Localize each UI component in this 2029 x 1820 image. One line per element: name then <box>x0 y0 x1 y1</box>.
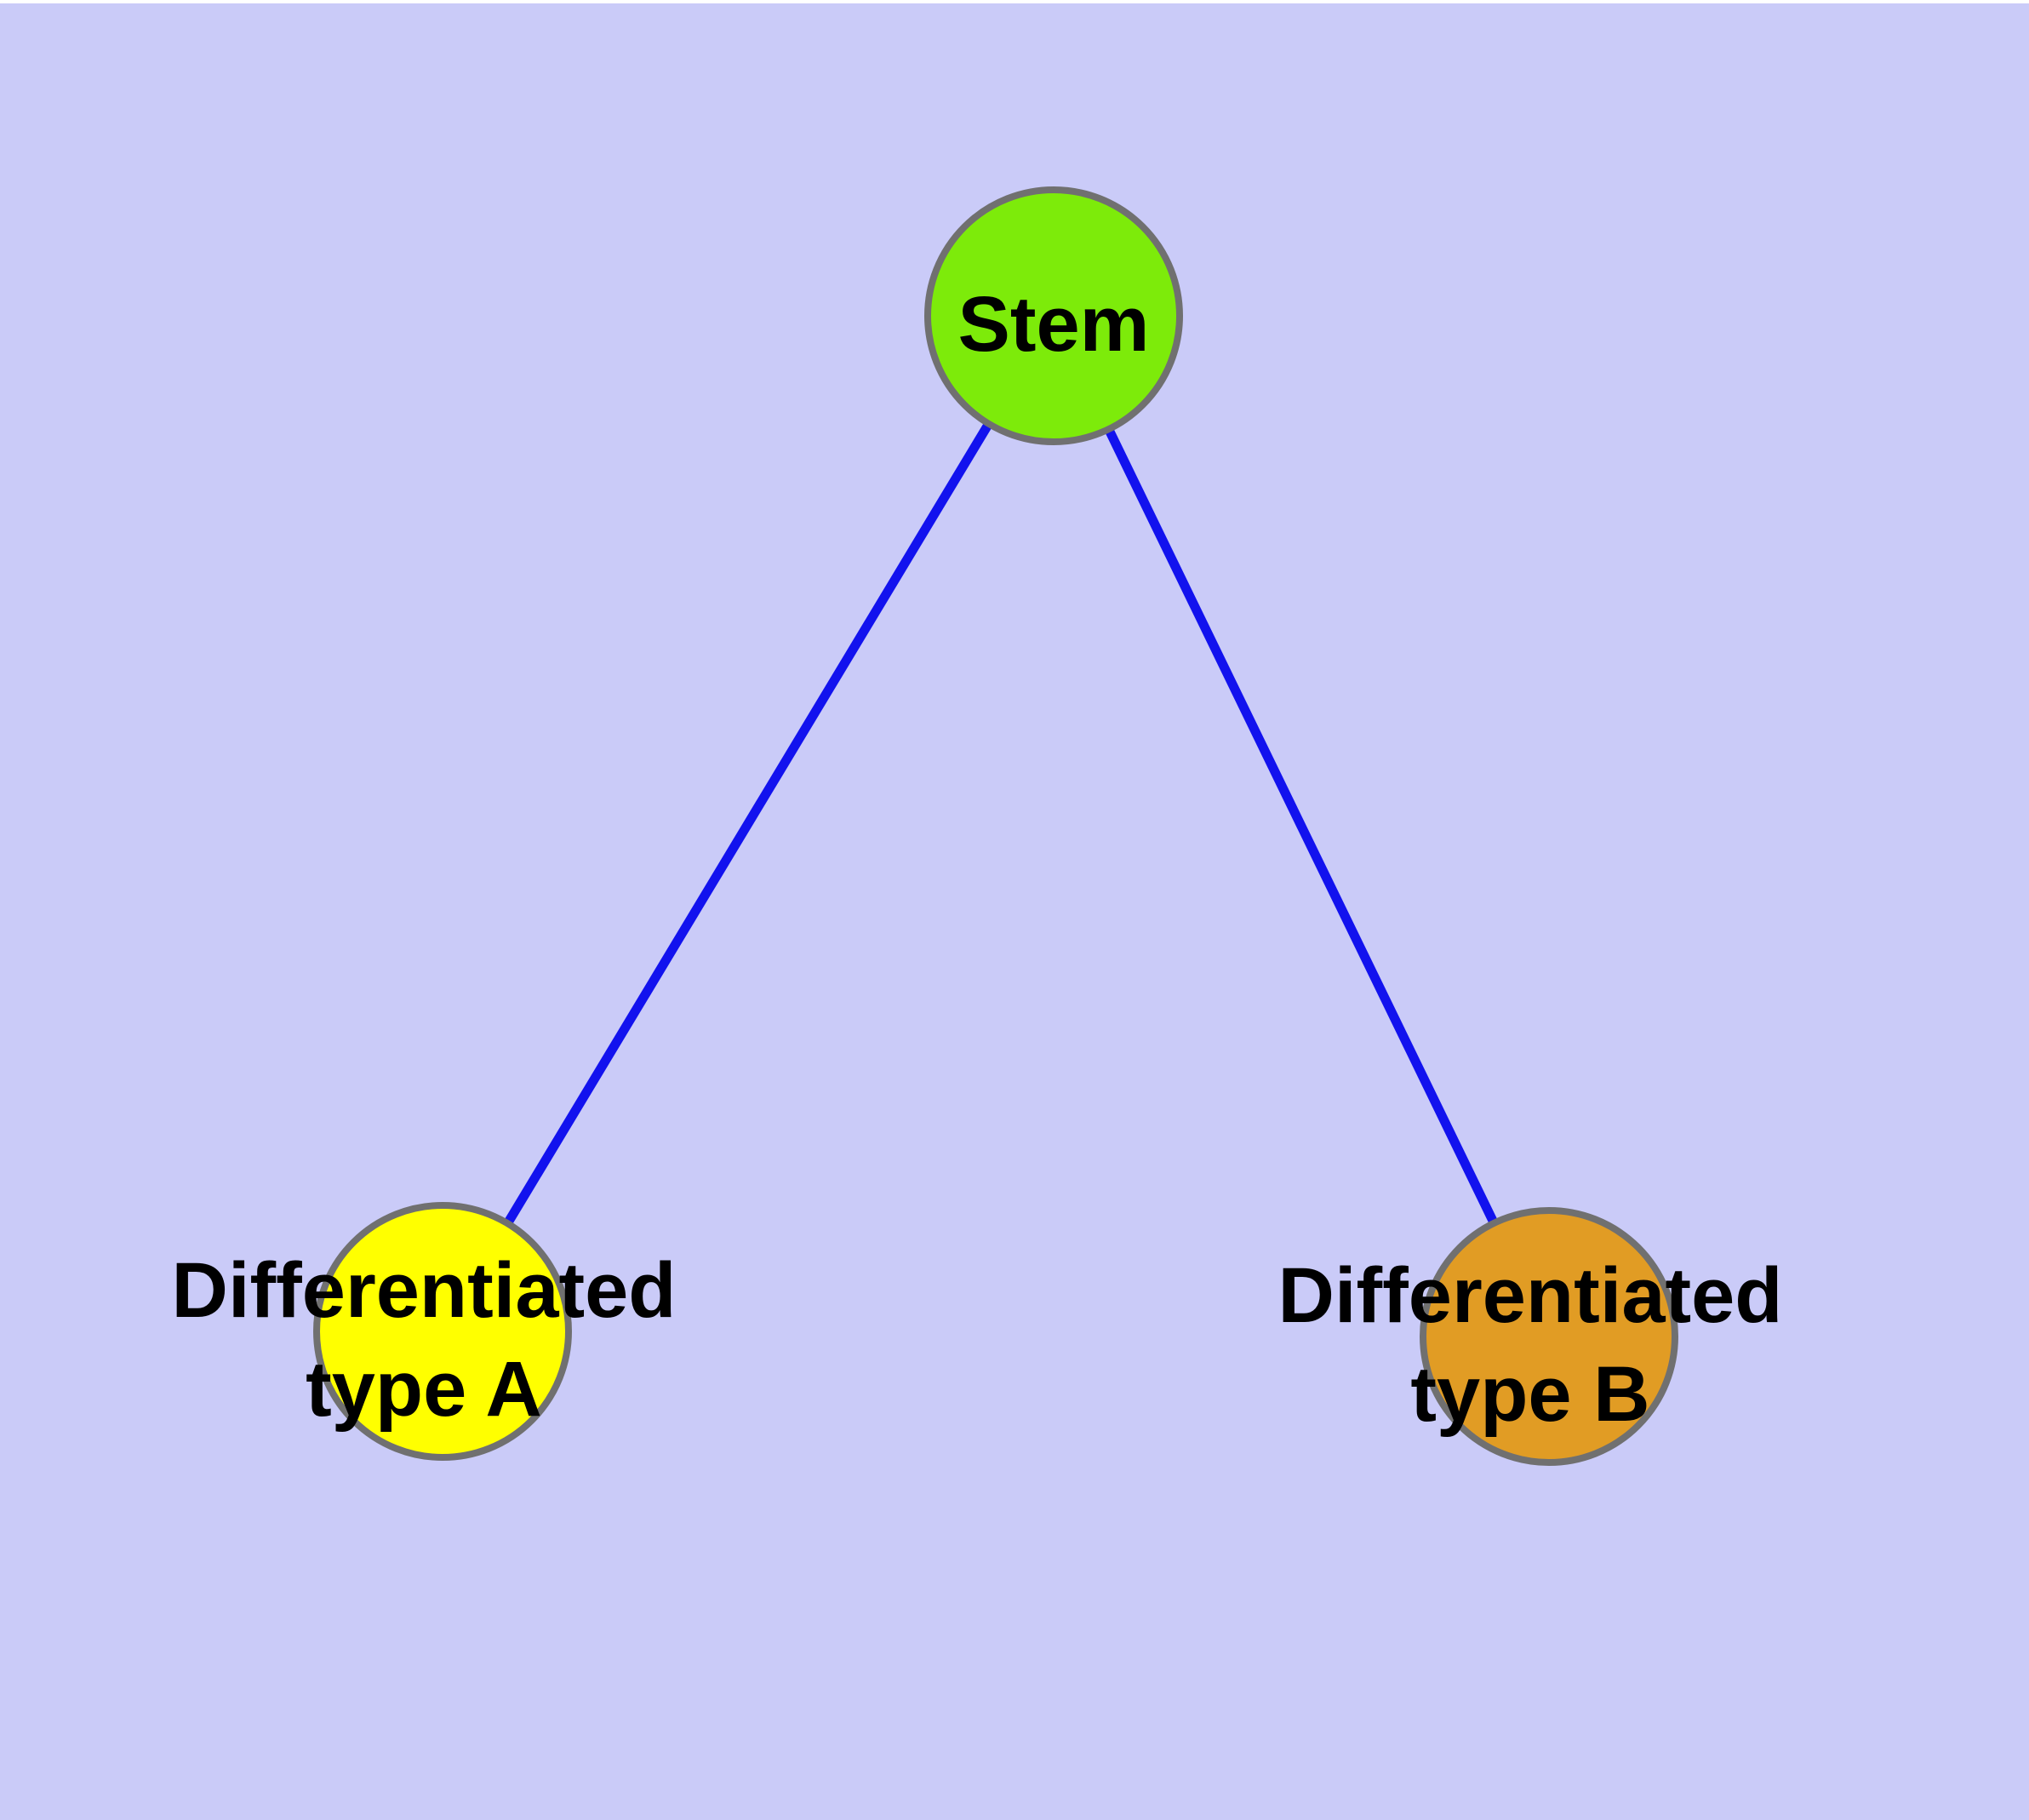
node-differentiated-type-b <box>1420 1207 1678 1466</box>
node-labels: Stem Differentiated type A Differentiate… <box>172 281 1783 1438</box>
top-strip <box>0 0 2029 3</box>
node-stem <box>924 186 1183 445</box>
type-b-label-line2: type B <box>1410 1351 1649 1438</box>
type-a-label-line1: Differentiated <box>172 1247 677 1334</box>
edge-stem-to-type-b <box>1049 313 1553 1339</box>
type-b-label-line1: Differentiated <box>1278 1252 1783 1339</box>
type-a-label-line2: type A <box>306 1346 542 1433</box>
edges <box>438 313 1553 1339</box>
edge-stem-to-type-a <box>438 313 1058 1334</box>
node-differentiated-type-a <box>313 1202 572 1461</box>
stem-label: Stem <box>958 281 1150 368</box>
nodes <box>313 186 1678 1466</box>
